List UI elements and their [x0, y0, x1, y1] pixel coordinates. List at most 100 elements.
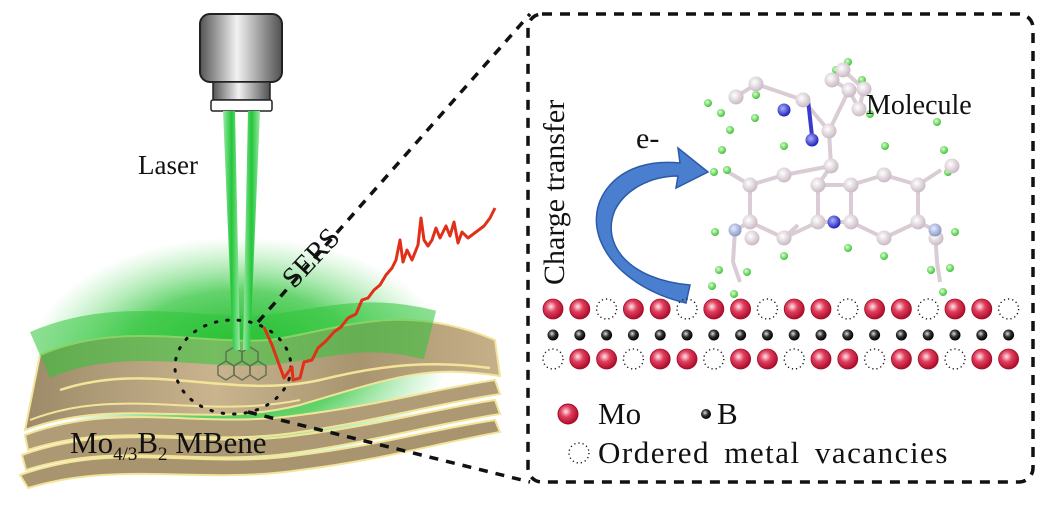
carbon-atom [835, 62, 851, 78]
hydrogen-atom [723, 166, 731, 174]
carbon-atom [851, 101, 867, 117]
carbon-atom [824, 72, 840, 88]
mo-atom [623, 298, 644, 320]
mo-atom [891, 348, 912, 370]
metal-vacancy [783, 348, 805, 370]
chemical-bond [827, 89, 851, 132]
mo-atom [703, 298, 725, 320]
chemical-bond [731, 261, 742, 283]
legend-mo-icon [557, 403, 579, 425]
hydrogen-atom [715, 266, 723, 274]
material-label-prefix: Mo [70, 425, 114, 460]
molecule-structure [704, 58, 960, 298]
nitrogen-atom [805, 133, 819, 147]
legend-vacancy-label: Ordered metal vacancies [598, 435, 949, 470]
hydrogen-atom [751, 114, 759, 122]
hydrogen-atom [780, 252, 788, 260]
hydrogen-atom [730, 290, 738, 298]
metal-vacancy [944, 348, 966, 370]
hydrogen-atom [717, 109, 725, 117]
carbon-atom [843, 214, 859, 230]
mo-atom [757, 348, 778, 370]
b-atom [627, 329, 639, 341]
carbon-atom [876, 230, 892, 246]
carbon-atom [841, 82, 857, 98]
carbon-atom [910, 177, 926, 193]
chemical-bond [935, 261, 942, 283]
hydrogen-atom [927, 266, 935, 274]
b-atom [654, 329, 666, 341]
metal-vacancy [863, 348, 886, 370]
carbon-atom [748, 76, 764, 92]
mo-atom [783, 298, 805, 320]
mo-atom [998, 348, 1019, 370]
carbon-atom [776, 167, 792, 183]
mo-atom [944, 298, 966, 320]
b-atom [788, 329, 800, 341]
mo-atom [864, 298, 885, 320]
carbon-atom [742, 177, 758, 193]
b-atom [949, 329, 961, 341]
b-atom [735, 329, 747, 341]
b-atom [976, 329, 988, 341]
sers-spectrum-trace [262, 207, 497, 382]
material-label-suffix: MBene [167, 425, 267, 460]
carbon-atom [821, 123, 837, 139]
chemical-bond [755, 82, 804, 102]
mo-atom [810, 298, 832, 320]
hydrogen-atom [939, 288, 947, 296]
nitrogen-atom [928, 223, 942, 237]
b-atom [601, 329, 613, 341]
mbene-sheets [18, 302, 502, 490]
molecule-label: Molecule [866, 90, 972, 121]
mo-atom [971, 348, 993, 370]
carbon-atom [810, 177, 826, 193]
charge-transfer-arrow [595, 146, 710, 304]
mo-atom [730, 298, 751, 320]
chemical-bond [783, 164, 832, 177]
mbene-lattice [542, 298, 1020, 370]
carbon-atom [823, 158, 839, 174]
metal-vacancy [837, 298, 859, 320]
carbon-atom [795, 92, 811, 108]
carbon-atom [910, 214, 926, 230]
mo-atom [569, 348, 591, 370]
b-atom [815, 329, 827, 341]
b-atom [547, 329, 559, 341]
mo-atom [810, 348, 832, 370]
nitrogen-atom [777, 103, 791, 117]
laser-label: Laser [138, 150, 198, 180]
carbon-atom [728, 89, 744, 105]
carbon-atom [876, 167, 892, 183]
metal-vacancy [756, 298, 779, 320]
metal-vacancy [542, 348, 564, 370]
legend-b-label: B [717, 396, 738, 431]
b-atom [681, 329, 693, 341]
electron-label: e- [636, 122, 660, 155]
hydrogen-atom [844, 244, 852, 252]
mo-atom [676, 348, 698, 370]
hydrogen-atom [726, 126, 734, 134]
metal-vacancy [676, 298, 698, 320]
laser-head-icon [199, 13, 283, 112]
mo-atom [649, 298, 671, 320]
metal-vacancy [595, 298, 618, 320]
material-label-mid: B [137, 425, 159, 460]
hydrogen-atom [951, 228, 959, 236]
b-atom [574, 329, 586, 341]
carbon-atom [742, 214, 758, 230]
carbon-atom [744, 230, 760, 246]
hydrogen-atom [752, 91, 760, 99]
material-label-sub1: 4/3 [113, 444, 138, 466]
nitrogen-atom [728, 223, 742, 237]
hydrogen-atom [780, 142, 788, 150]
mo-atom [596, 348, 617, 370]
metal-vacancy [703, 348, 725, 370]
hydrogen-atom [866, 110, 874, 118]
legend-b-icon [701, 409, 711, 419]
hydrogen-atom [704, 99, 712, 107]
hydrogen-atom [711, 228, 719, 236]
zoom-panel-frame [526, 12, 1035, 484]
